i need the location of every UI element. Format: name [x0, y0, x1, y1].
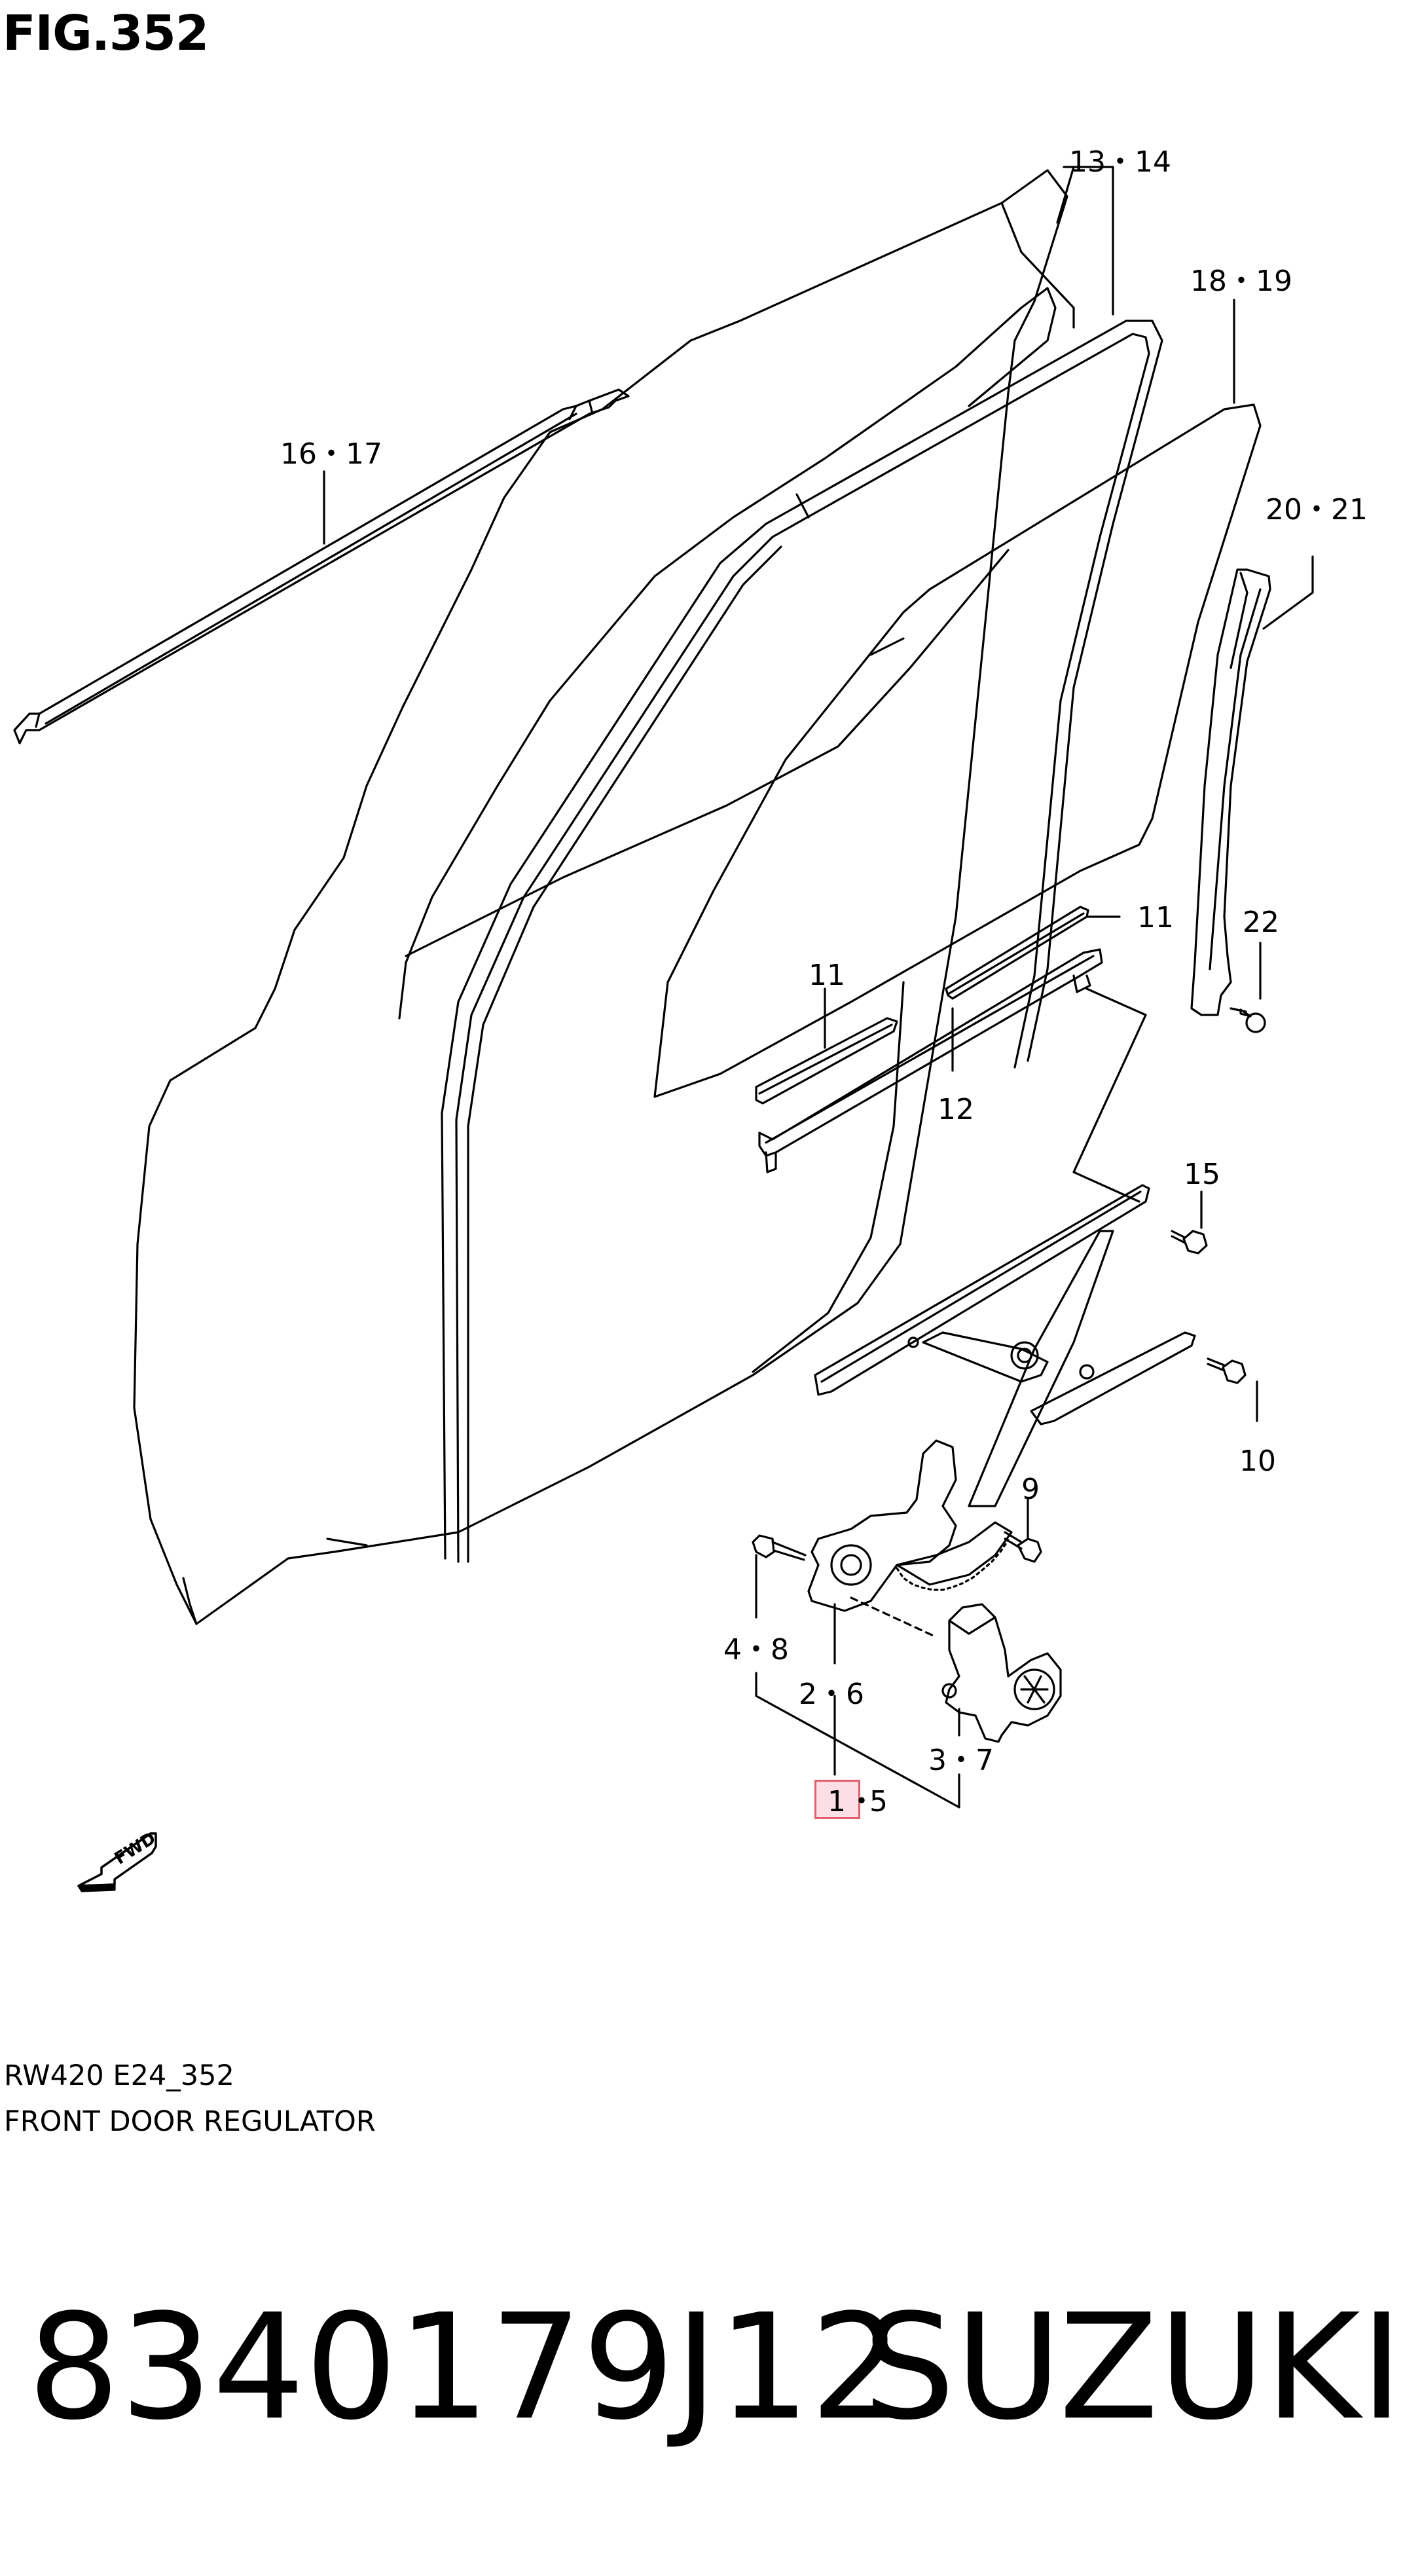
- callout-15: 15: [1184, 1158, 1220, 1191]
- callout-4-8: 4・8: [723, 1633, 789, 1666]
- figure-title: FIG.352: [3, 5, 209, 62]
- leader-20-21: [1262, 555, 1314, 630]
- glass-channel-12: [758, 948, 1103, 1157]
- regulator-plate: [807, 1439, 957, 1612]
- leader-13-14: [1056, 166, 1114, 316]
- regulator-arm-2: [968, 1230, 1114, 1507]
- callout-22: 22: [1243, 906, 1279, 939]
- door-lower-curve: [752, 981, 905, 1373]
- bolt-22: [1245, 1012, 1266, 1033]
- callout-11-right: 11: [1137, 901, 1174, 934]
- diagram-name: FRONT DOOR REGULATOR: [4, 2105, 376, 2138]
- callout-1-separator: ・: [847, 1785, 876, 1818]
- door-window-frame: [398, 287, 1057, 1020]
- door-glass-18-19: [653, 403, 1262, 1098]
- exploded-parts-diagram: FWD: [13, 166, 1314, 1892]
- callout-3-7: 3・7: [928, 1744, 994, 1777]
- bolt-9: [1004, 1531, 1042, 1563]
- door-belt-line: [405, 549, 1010, 957]
- bracket-1-5: [755, 1672, 960, 1809]
- weather-strip-13-14: [441, 320, 1163, 1560]
- brand-name: SUZUKI: [863, 2283, 1403, 2452]
- part-number: 8340179J12: [27, 2283, 903, 2452]
- regulator-motor: [945, 1603, 1062, 1743]
- callout-12: 12: [938, 1093, 974, 1126]
- diagram-code: RW420 E24_352: [4, 2059, 234, 2092]
- callout-10: 10: [1239, 1444, 1276, 1478]
- door-frame-top: [1000, 202, 1075, 329]
- bolt-4-8: [752, 1534, 807, 1561]
- callout-5: 5: [869, 1785, 888, 1818]
- callout-16-17: 16・17: [280, 437, 382, 471]
- diagram-area: FIG.352: [3, 5, 1368, 2138]
- regulator-lower-rail: [1030, 1331, 1196, 1426]
- regulator-arm-1: [922, 1331, 1049, 1383]
- callout-2-6: 2・6: [799, 1678, 864, 1711]
- regulator-upper-rail: [814, 1184, 1150, 1396]
- callout-9: 9: [1021, 1473, 1040, 1506]
- highlight-box-part-1: [814, 1780, 860, 1819]
- callout-18-19: 18・19: [1190, 265, 1292, 298]
- bolt-10: [1207, 1357, 1247, 1384]
- callout-1: 1: [828, 1785, 846, 1818]
- rear-run-channel-20-21: [1190, 568, 1271, 1016]
- glass-channel-11-right: [945, 906, 1089, 1000]
- glass-channel-11-left: [755, 1017, 898, 1105]
- fwd-arrow-icon: FWD: [77, 1828, 159, 1892]
- sector-gear: [896, 1521, 1013, 1586]
- callout-13-14: 13・14: [1069, 145, 1171, 179]
- door-hem: [182, 1537, 368, 1625]
- bolt-15: [1171, 1230, 1208, 1255]
- callout-11-left: 11: [809, 959, 845, 992]
- door-panel-outline: [133, 169, 1068, 1625]
- callout-20-21: 20・21: [1266, 493, 1368, 526]
- belt-moulding-16-17: [13, 388, 630, 745]
